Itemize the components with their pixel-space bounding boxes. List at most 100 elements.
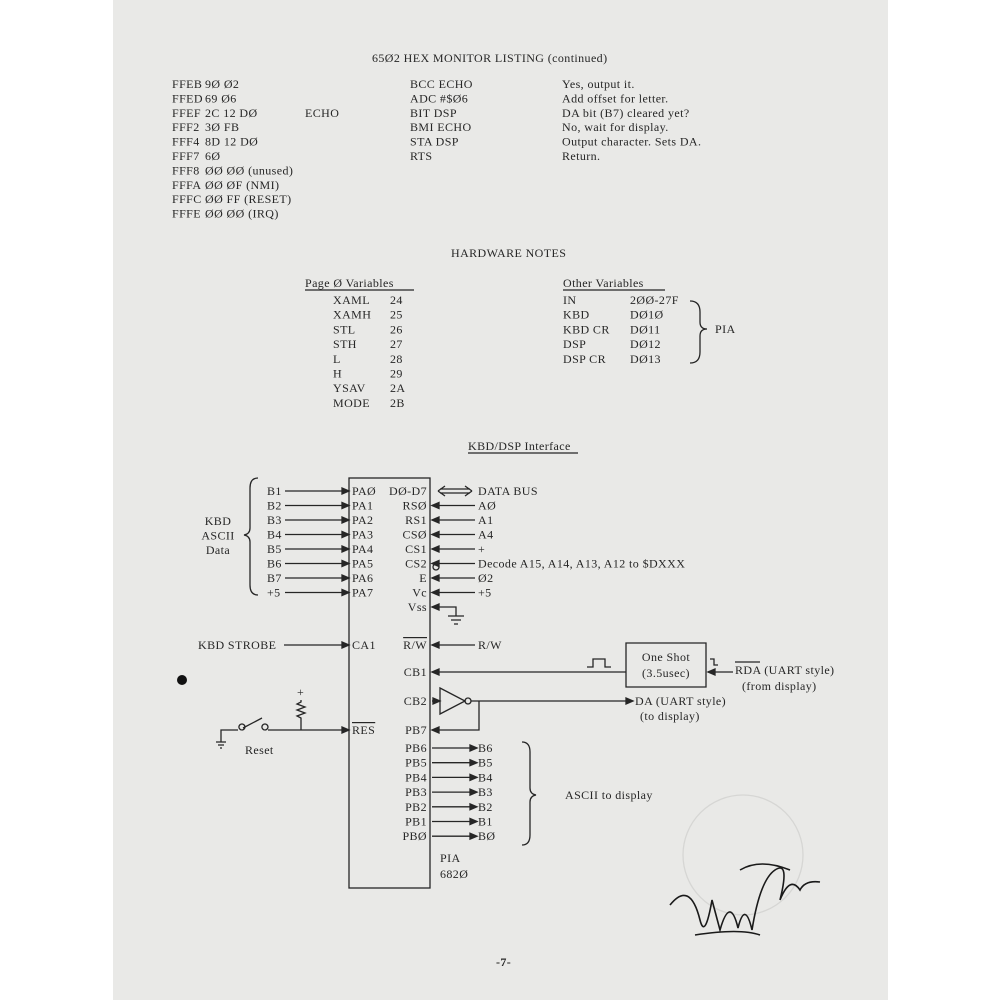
pin-label-right: CS1 xyxy=(405,542,427,556)
other-vars-header: Other Variables xyxy=(563,276,644,290)
one-shot-duration: (3.5usec) xyxy=(642,666,690,680)
pulse-icon xyxy=(587,658,611,668)
variable-address: 25 xyxy=(390,308,403,322)
arrowhead-icon xyxy=(341,501,351,510)
arrowhead-icon xyxy=(341,641,351,649)
chip-part-number: 682Ø xyxy=(440,867,468,881)
listing-address: FFF8 xyxy=(172,163,200,177)
one-shot-box xyxy=(625,642,707,688)
arrowhead-icon xyxy=(341,530,351,539)
pin-label-pa: PA3 xyxy=(352,528,373,542)
arrowhead-icon xyxy=(469,788,479,797)
arrowhead-icon xyxy=(469,817,479,826)
da-label: DA (UART style) xyxy=(635,694,726,708)
listing-bytes: ØØ ØF (NMI) xyxy=(205,178,279,192)
input-signal-label: B7 xyxy=(267,571,282,585)
pia-chip xyxy=(348,477,431,889)
input-signal-label: B5 xyxy=(267,542,282,556)
pia-brace xyxy=(689,300,708,364)
chip-name: PIA xyxy=(440,851,461,865)
listing-address: FFFE xyxy=(172,207,201,221)
pin-label-right: DØ-D7 xyxy=(389,484,427,498)
listing-bytes: ØØ ØØ (unused) xyxy=(205,163,293,177)
hardware-notes-title: HARDWARE NOTES xyxy=(451,246,566,260)
listing-address: FFEF xyxy=(172,106,201,120)
pin-label-pa: PA7 xyxy=(352,586,373,600)
bus-signal-label: Decode A15, A14, A13, A12 to $DXXX xyxy=(478,557,685,571)
input-signal-label: B3 xyxy=(267,513,282,527)
page0-header: Page Ø Variables xyxy=(305,276,394,290)
listing-bytes: 2C 12 DØ xyxy=(205,106,258,120)
listing-comment: DA bit (B7) cleared yet? xyxy=(562,106,690,120)
listing-comment: Add offset for letter. xyxy=(562,91,669,105)
variable-address: 29 xyxy=(390,367,403,381)
arrowhead-icon xyxy=(341,487,351,495)
bus-signal-label: A1 xyxy=(478,513,493,527)
arrowhead-icon xyxy=(625,697,635,705)
listing-instruction: RTS xyxy=(410,149,433,163)
listing-bytes: 69 Ø6 xyxy=(205,91,237,105)
arrowhead-icon xyxy=(430,588,440,597)
pin-label-pa: PA5 xyxy=(352,557,373,571)
pullup-resistor-icon xyxy=(295,700,307,730)
variable-address: 24 xyxy=(390,293,403,307)
arrowhead-icon xyxy=(469,802,479,811)
pin-label-ca1: CA1 xyxy=(352,638,376,652)
variable-address: DØ13 xyxy=(630,352,661,366)
arrowhead-icon xyxy=(430,516,440,524)
listing-address: FFFA xyxy=(172,178,201,192)
bus-signal-label: Ø2 xyxy=(478,571,493,585)
variable-address: 28 xyxy=(390,352,403,366)
pin-label-pb: PBØ xyxy=(402,829,427,843)
pin-label-right: RSØ xyxy=(402,499,427,513)
ground-icon xyxy=(432,606,464,625)
listing-instruction: ADC #$Ø6 xyxy=(410,91,468,105)
bus-signal-label: +5 xyxy=(478,586,492,600)
variable-name: KBD xyxy=(563,308,590,322)
output-signal-label: BØ xyxy=(478,829,495,843)
arrowhead-icon xyxy=(341,726,351,734)
ascii-to-display-label: ASCII to display xyxy=(565,788,653,802)
rda-sublabel: (from display) xyxy=(742,679,817,693)
da-sublabel: (to display) xyxy=(640,709,700,723)
variable-address: DØ11 xyxy=(630,322,661,336)
pin-label-pb: PB1 xyxy=(405,815,427,829)
listing-comment: Return. xyxy=(562,149,600,163)
arrowhead-icon xyxy=(430,603,440,611)
arrowhead-icon xyxy=(430,545,440,553)
kbd-ascii-label: Data xyxy=(206,543,231,557)
listing-bytes: 8D 12 DØ xyxy=(205,135,258,149)
variable-name: DSP xyxy=(563,337,586,351)
kbd-ascii-label: ASCII xyxy=(201,529,234,543)
output-signal-label: B4 xyxy=(478,770,493,784)
diagram-title: KBD/DSP Interface xyxy=(468,439,571,453)
variable-name: IN xyxy=(563,293,576,307)
variable-address: DØ1Ø xyxy=(630,308,664,322)
arrowhead-icon xyxy=(469,773,479,782)
reset-label: Reset xyxy=(245,743,274,757)
pin-label-cb2: CB2 xyxy=(404,694,427,708)
variable-address: 2B xyxy=(390,396,405,410)
input-signal-label: B2 xyxy=(267,499,282,513)
pin-label-pb: PB4 xyxy=(405,770,427,784)
arrowhead-icon xyxy=(706,668,716,676)
arrowhead-icon xyxy=(430,726,440,734)
variable-name: L xyxy=(333,352,341,366)
listing-instruction: BCC ECHO xyxy=(410,77,473,91)
output-signal-label: B3 xyxy=(478,785,493,799)
listing-address: FFF2 xyxy=(172,120,200,134)
variable-address: 26 xyxy=(390,322,403,336)
kbd-brace xyxy=(243,477,259,596)
pin-label-right: Vss xyxy=(408,600,427,614)
arrowhead-icon xyxy=(430,641,440,649)
listing-bytes: ØØ FF (RESET) xyxy=(205,192,292,206)
pin-label-pa: PA2 xyxy=(352,513,373,527)
listing-bytes: 6Ø xyxy=(205,149,220,163)
listing-address: FFF4 xyxy=(172,135,200,149)
variable-name: XAMH xyxy=(333,308,371,322)
listing-label: ECHO xyxy=(305,106,339,120)
bus-signal-label: AØ xyxy=(478,499,496,513)
variable-name: STH xyxy=(333,337,357,351)
pin-label-pa: PA4 xyxy=(352,542,373,556)
